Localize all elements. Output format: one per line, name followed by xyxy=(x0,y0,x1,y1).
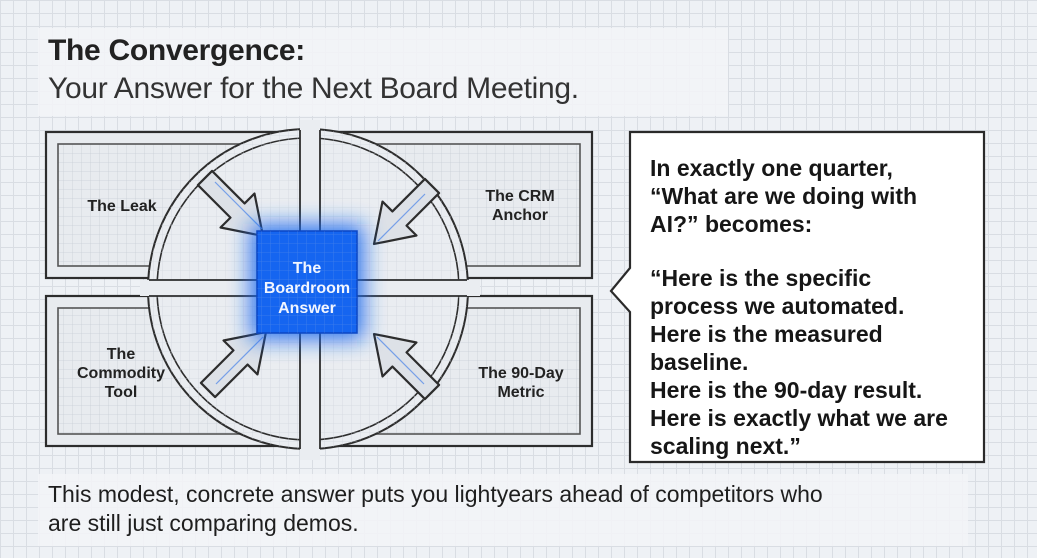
callout-box xyxy=(609,130,986,464)
callout-quote: “Here is the specific process we automat… xyxy=(650,265,948,459)
title-card xyxy=(38,28,728,116)
quadrant-label-90-day-metric: The 90-Day Metric xyxy=(478,365,564,401)
arrow-bottom-left xyxy=(199,330,268,399)
callout-text: In exactly one quarter, “What are we doi… xyxy=(650,154,980,460)
quadrant-label-leak: The Leak xyxy=(87,198,157,215)
callout-spacer xyxy=(650,238,980,264)
page-subtitle: Your Answer for the Next Board Meeting. xyxy=(48,72,579,105)
arrow-top-right xyxy=(372,177,441,246)
boardroom-answer-label: The Boardroom Answer xyxy=(263,260,351,317)
quadrant-label-commodity-tool: The Commodity Tool xyxy=(77,346,165,401)
callout-intro: In exactly one quarter, “What are we doi… xyxy=(650,155,918,237)
footer-card xyxy=(38,474,968,546)
boardroom-answer-box xyxy=(250,224,364,340)
page-title: The Convergence: xyxy=(48,34,305,67)
quadrant-label-crm-anchor: The CRM Anchor xyxy=(485,188,555,224)
arrow-top-left xyxy=(196,169,265,238)
footer-text: This modest, concrete answer puts you li… xyxy=(48,481,823,536)
